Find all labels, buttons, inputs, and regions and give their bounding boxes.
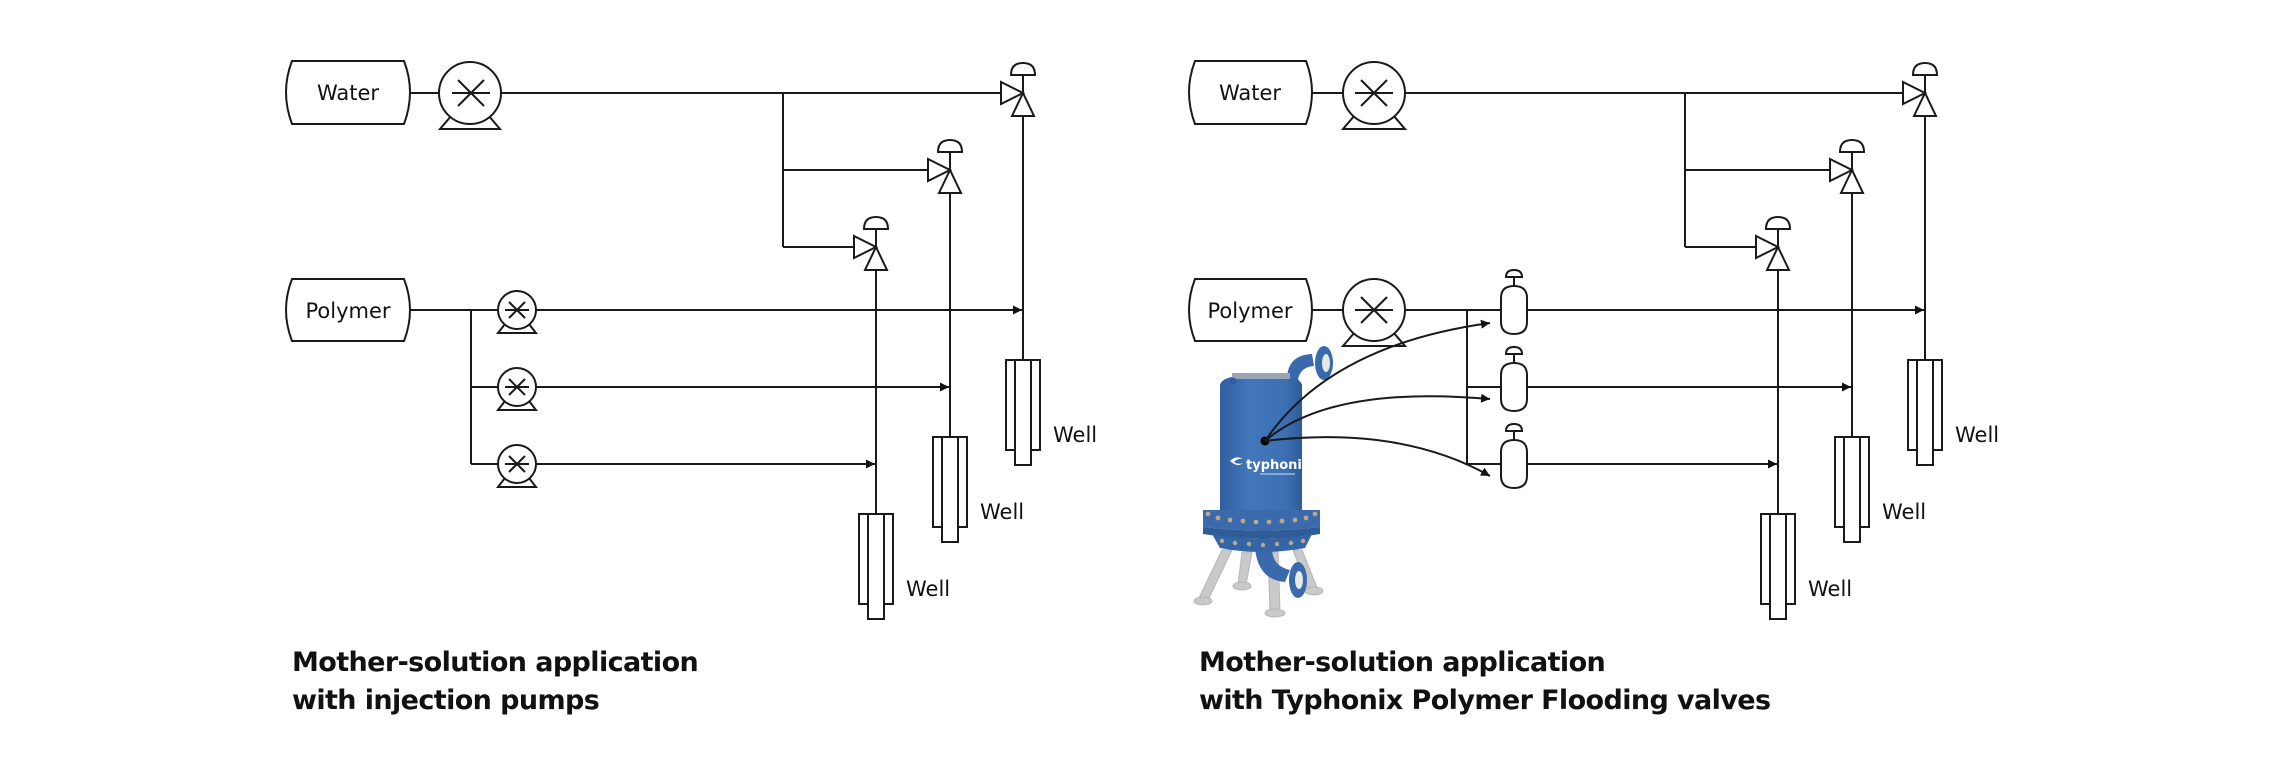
water-tank: Water — [1188, 60, 1313, 125]
well-icon — [1760, 513, 1796, 620]
water-label: Water — [1219, 81, 1281, 105]
polymer-label: Polymer — [305, 299, 390, 323]
polymer-tank: Polymer — [285, 278, 411, 342]
diagram-title-right: Mother-solution application with Typhoni… — [1199, 644, 1771, 720]
control-valve-icon — [927, 138, 964, 194]
flooding-valve-icon — [1500, 422, 1528, 490]
flooding-valve-icon — [1500, 268, 1528, 336]
well-label: Well — [906, 577, 950, 601]
injection-pump-icon — [495, 290, 539, 334]
title-line: Mother-solution application — [292, 647, 699, 678]
water-tank: Water — [285, 60, 411, 125]
control-valve-icon — [853, 215, 890, 271]
injection-pump-icon — [495, 444, 539, 488]
well-label: Well — [980, 500, 1024, 524]
valve-callout-arrow — [1264, 393, 1491, 442]
control-valve-icon — [1829, 138, 1866, 194]
title-line: Mother-solution application — [1199, 647, 1606, 678]
diagram-right: Water — [1188, 60, 1999, 620]
diagram-title-left: Mother-solution application with injecti… — [292, 644, 699, 720]
well-icon — [858, 513, 894, 620]
well-icon — [1907, 359, 1943, 466]
typhonix-vessel-icon: typhonix — [1193, 346, 1333, 618]
control-valve-icon — [1000, 61, 1037, 117]
well-label: Well — [1053, 423, 1097, 447]
injection-pump-icon — [495, 367, 539, 411]
title-line: with injection pumps — [292, 685, 600, 716]
diagram-left: Water — [285, 60, 1097, 620]
title-line: with Typhonix Polymer Flooding valves — [1199, 685, 1771, 716]
polymer-tank: Polymer — [1188, 278, 1313, 342]
well-label: Well — [1955, 423, 1999, 447]
well-label: Well — [1808, 577, 1852, 601]
water-pump-icon — [1340, 61, 1408, 130]
water-pump-icon — [437, 61, 503, 130]
control-valve-icon — [1902, 61, 1939, 117]
water-label: Water — [317, 81, 379, 105]
typhonix-logo-text: typhonix — [1246, 458, 1311, 473]
well-label: Well — [1882, 500, 1926, 524]
flooding-valve-icon — [1500, 345, 1528, 413]
control-valve-icon — [1755, 215, 1792, 271]
well-icon — [1834, 436, 1870, 543]
valve-callout-arrow — [1264, 436, 1491, 477]
well-icon — [932, 436, 968, 543]
well-icon — [1005, 359, 1041, 466]
polymer-label: Polymer — [1207, 299, 1292, 323]
valve-callout-arrow — [1264, 319, 1491, 442]
polymer-pump-icon — [1340, 278, 1408, 347]
